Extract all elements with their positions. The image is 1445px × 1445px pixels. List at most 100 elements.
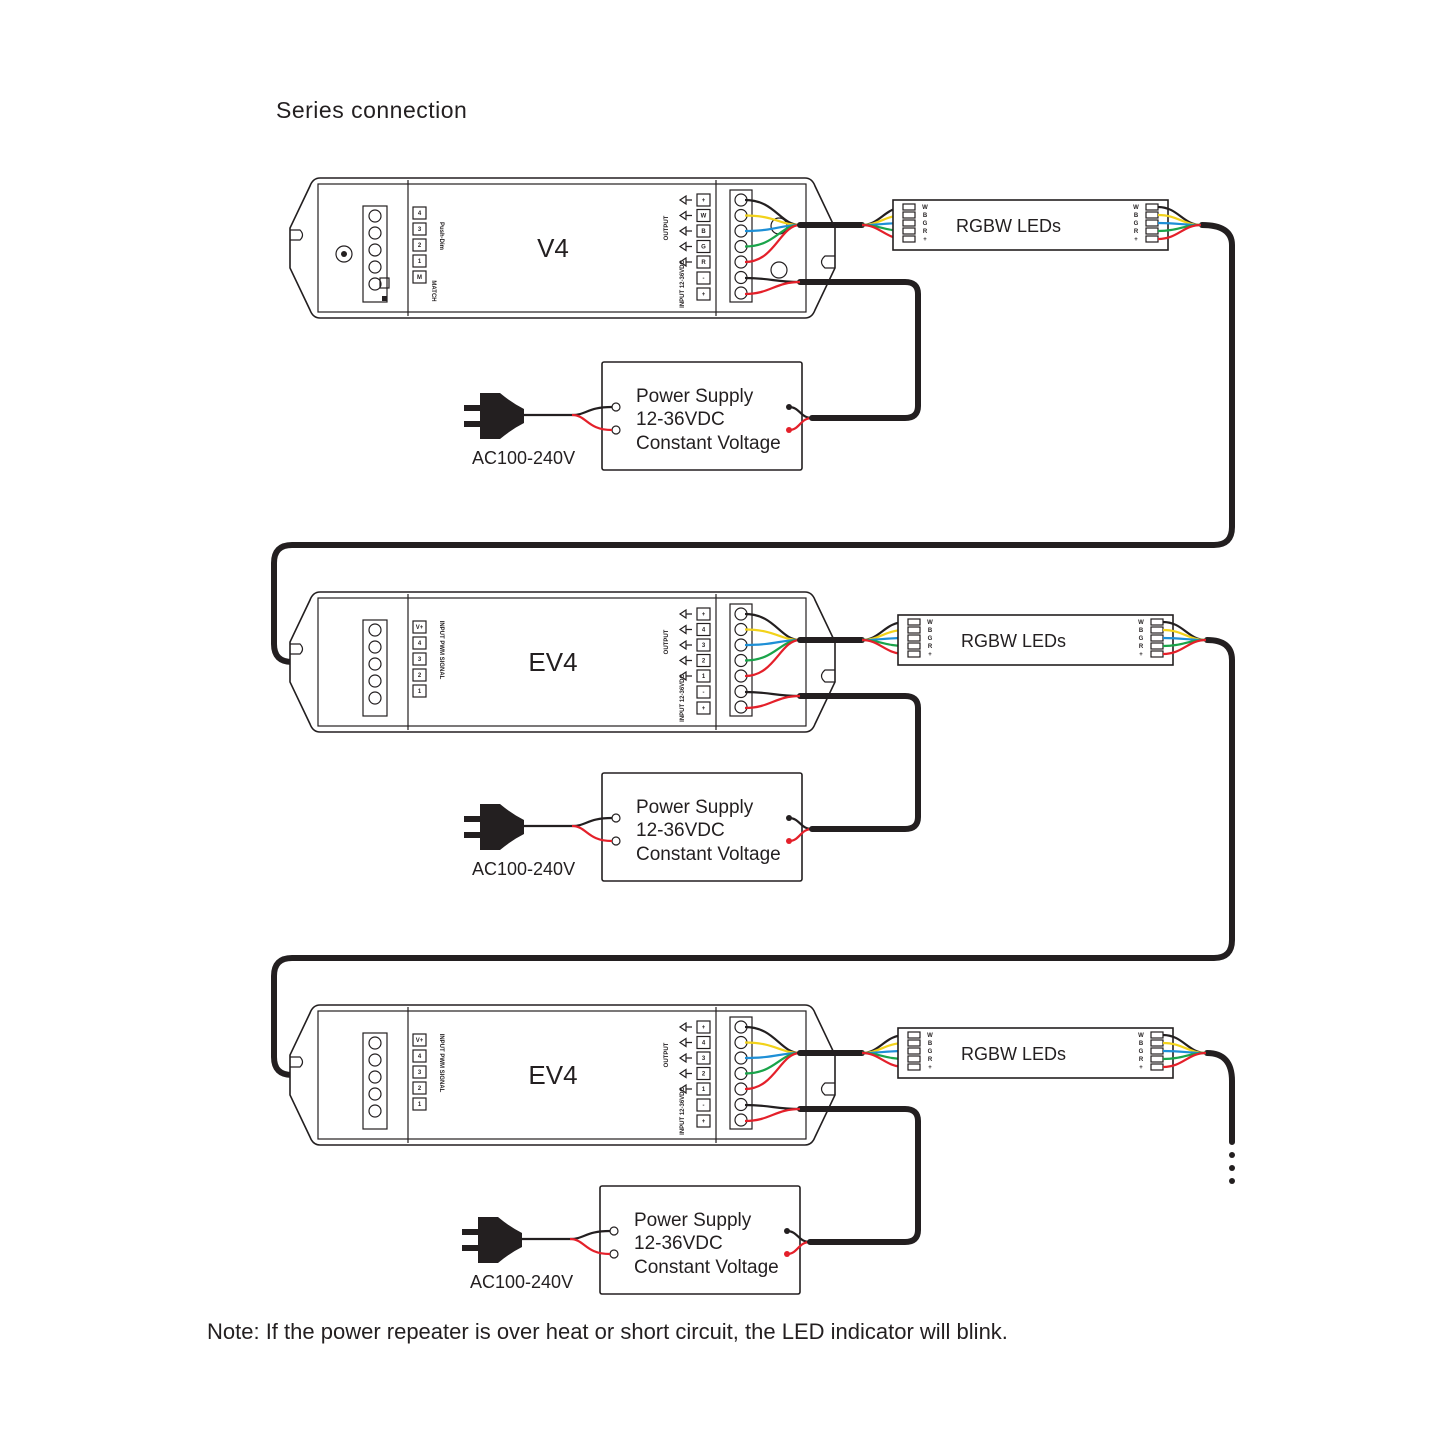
diode-icon bbox=[678, 1083, 692, 1095]
input-label-box bbox=[696, 1114, 711, 1128]
input-label-box bbox=[696, 271, 711, 285]
pad-left bbox=[902, 235, 916, 243]
left-label: 4 bbox=[418, 641, 422, 647]
left-label: M bbox=[417, 275, 422, 281]
strip-tail-wire bbox=[1162, 1051, 1207, 1069]
ac-wire-n bbox=[571, 413, 613, 432]
plug-prong bbox=[464, 405, 482, 411]
terminal-housing bbox=[362, 619, 388, 717]
left-terminal-block bbox=[362, 205, 388, 303]
diode-icon bbox=[678, 1037, 692, 1048]
input-label-title: INPUT 12-36VDC bbox=[680, 1086, 686, 1134]
output-label-box bbox=[696, 1035, 711, 1050]
model-name: EV4 bbox=[528, 647, 577, 677]
left-label-box bbox=[412, 652, 427, 666]
left-label: 2 bbox=[418, 673, 422, 679]
led-strip-label: RGBW LEDs bbox=[956, 216, 1061, 236]
diode-icon bbox=[678, 1021, 692, 1033]
pin-left: + bbox=[928, 1065, 932, 1071]
pin-right: G bbox=[1139, 1049, 1144, 1055]
left-terminal-block bbox=[362, 1032, 388, 1130]
dc-cable bbox=[797, 279, 921, 421]
mount-slot-right bbox=[820, 255, 835, 269]
pad-left bbox=[907, 650, 921, 658]
output-label-box bbox=[696, 1051, 711, 1065]
pad-left bbox=[902, 227, 916, 235]
terminal-screw bbox=[368, 1070, 382, 1084]
output-label: 2 bbox=[702, 659, 706, 665]
left-label: 3 bbox=[418, 657, 422, 663]
power-supply-line3: Constant Voltage bbox=[636, 844, 781, 865]
output-label: 1 bbox=[702, 674, 706, 680]
output-label-title: OUTPUT bbox=[664, 1042, 670, 1067]
pin-right: W bbox=[1138, 620, 1144, 626]
pin-right: R bbox=[1139, 1057, 1144, 1063]
pin-left: + bbox=[928, 652, 932, 658]
pad-left bbox=[907, 1031, 921, 1039]
link-cable bbox=[271, 637, 1235, 1078]
left-label-box bbox=[412, 222, 427, 236]
output-label: R bbox=[701, 260, 706, 266]
match-label: MATCH bbox=[430, 280, 436, 301]
left-label-box bbox=[412, 270, 427, 284]
diagram-title: Series connection bbox=[276, 97, 467, 123]
pin-right: + bbox=[1139, 652, 1143, 658]
pin-left: R bbox=[923, 229, 928, 235]
pad-left bbox=[907, 1063, 921, 1071]
pin-left: W bbox=[927, 1033, 933, 1039]
diode-icon bbox=[678, 210, 692, 221]
input-label-title: INPUT 12-36VDC bbox=[680, 259, 686, 307]
left-label-box bbox=[412, 1033, 427, 1047]
power-supply-line1: Power Supply bbox=[634, 1210, 752, 1231]
model-name: V4 bbox=[537, 233, 569, 263]
power-supply-line1: Power Supply bbox=[636, 386, 754, 407]
inner-frame bbox=[317, 597, 807, 727]
pin-left: B bbox=[928, 628, 933, 634]
power-supply-body bbox=[601, 772, 803, 882]
pin-right: R bbox=[1134, 229, 1139, 235]
input-label: + bbox=[702, 706, 706, 712]
output-wire bbox=[744, 223, 801, 264]
input-label: - bbox=[703, 1103, 705, 1109]
left-label-box bbox=[412, 1081, 427, 1095]
dc-wire-in-pos bbox=[744, 694, 801, 710]
diode-icon bbox=[678, 225, 692, 237]
ac-wire-n bbox=[571, 824, 613, 843]
inner-frame bbox=[317, 1010, 807, 1140]
ac-wire-n bbox=[569, 1237, 611, 1256]
left-label: V+ bbox=[416, 625, 424, 631]
indicator-led bbox=[341, 251, 347, 257]
power-supply-line2: 12-36VDC bbox=[636, 409, 725, 430]
diode-icon bbox=[678, 655, 692, 666]
output-label-box bbox=[696, 622, 711, 637]
pin-right: W bbox=[1133, 205, 1139, 211]
output-label-box bbox=[696, 239, 711, 254]
led-strip-body bbox=[897, 1027, 1174, 1079]
terminal-housing bbox=[362, 1032, 388, 1130]
output-label-title: OUTPUT bbox=[664, 215, 670, 240]
terminal-screw bbox=[368, 209, 382, 223]
led-strip-label: RGBW LEDs bbox=[961, 1044, 1066, 1064]
pin-right: + bbox=[1134, 237, 1138, 243]
ac-label: AC100-240V bbox=[470, 1272, 573, 1292]
pin-right: B bbox=[1134, 213, 1139, 219]
power-supply-body bbox=[599, 1185, 801, 1295]
input-label-title: INPUT 12-36VDC bbox=[680, 673, 686, 721]
dc-feed bbox=[744, 276, 921, 432]
continuation-dot bbox=[1229, 1165, 1235, 1171]
input-label: - bbox=[703, 276, 705, 282]
terminal-screw bbox=[368, 674, 382, 688]
terminal-screw bbox=[368, 623, 382, 637]
terminal-screw bbox=[368, 226, 382, 240]
output-label: + bbox=[702, 198, 706, 204]
model-name: EV4 bbox=[528, 1060, 577, 1090]
note-text: Note: If the power repeater is over heat… bbox=[207, 1319, 1008, 1344]
left-side-label: Push-Dim bbox=[438, 222, 444, 250]
plug-icon bbox=[480, 804, 524, 850]
output-label: 3 bbox=[702, 1056, 706, 1062]
output-label-title: OUTPUT bbox=[664, 629, 670, 654]
